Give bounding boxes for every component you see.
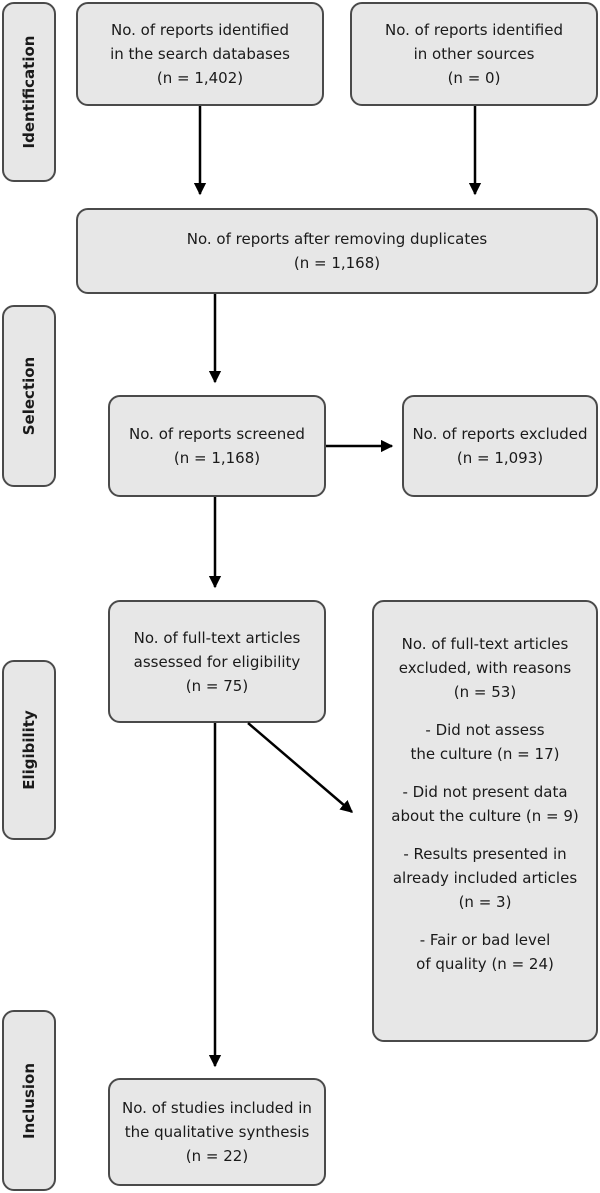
box-full-text-assessed: No. of full-text articles assessed for e… [108, 600, 326, 723]
box-line: already included articles [392, 869, 578, 887]
box-line: in the search databases [110, 45, 290, 63]
box-line: No. of reports identified [111, 21, 289, 39]
box-line: (n = 22) [185, 1147, 249, 1165]
box-line: - Results presented in [403, 845, 567, 863]
box-reports-db-search: No. of reports identified in the search … [76, 2, 324, 106]
box-full-text-excluded: No. of full-text articles excluded, with… [372, 600, 598, 1042]
box-line: (n = 1,402) [156, 69, 244, 87]
exclusion-reason: - Did not present data about the culture… [391, 780, 578, 828]
exclusion-reason: - Did not assess the culture (n = 17) [411, 718, 560, 766]
exclusion-reason: - Fair or bad level of quality (n = 24) [416, 928, 554, 976]
box-line: of quality (n = 24) [416, 955, 554, 973]
box-reports-other-sources: No. of reports identified in other sourc… [350, 2, 598, 106]
box-after-duplicates: No. of reports after removing duplicates… [76, 208, 598, 294]
excluded-heading: No. of full-text articles excluded, with… [399, 632, 571, 704]
box-line: in other sources [413, 45, 535, 63]
arrow-full-text-to-excluded [247, 722, 353, 813]
exclusion-reason: - Results presented in already included … [393, 842, 577, 914]
box-line: assessed for eligibility [133, 652, 301, 671]
box-reports-excluded: No. of reports excluded (n = 1,093) [402, 395, 598, 497]
box-line: (n = 0) [447, 69, 501, 87]
box-line: (n = 75) [185, 676, 249, 695]
box-line: (n = 1,168) [173, 449, 261, 467]
box-line: No. of full-text articles [133, 628, 301, 647]
box-reports-screened: No. of reports screened (n = 1,168) [108, 395, 326, 497]
stage-identification: Identification [2, 2, 56, 182]
box-line: (n = 53) [453, 683, 517, 701]
box-line: No. of reports excluded [412, 425, 588, 443]
box-line: No. of studies included in [122, 1099, 312, 1117]
box-line: the qualitative synthesis [124, 1123, 310, 1141]
stage-eligibility: Eligibility [2, 660, 56, 840]
box-line: (n = 1,093) [456, 449, 544, 467]
box-line: excluded, with reasons [398, 659, 572, 677]
box-line: No. of reports after removing duplicates [186, 230, 488, 248]
box-line: No. of reports identified [385, 21, 563, 39]
box-line: No. of full-text articles [401, 635, 569, 653]
box-line: the culture (n = 17) [410, 745, 560, 763]
box-studies-included: No. of studies included in the qualitati… [108, 1078, 326, 1186]
box-line: - Fair or bad level [419, 931, 551, 949]
box-line: (n = 1,168) [293, 254, 381, 272]
box-line: - Did not assess [425, 721, 545, 739]
box-line: about the culture (n = 9) [391, 807, 579, 825]
box-line: No. of reports screened [129, 425, 305, 443]
box-line: (n = 3) [458, 893, 512, 911]
stage-inclusion: Inclusion [2, 1010, 56, 1191]
box-line: - Did not present data [402, 783, 568, 801]
stage-selection: Selection [2, 305, 56, 487]
